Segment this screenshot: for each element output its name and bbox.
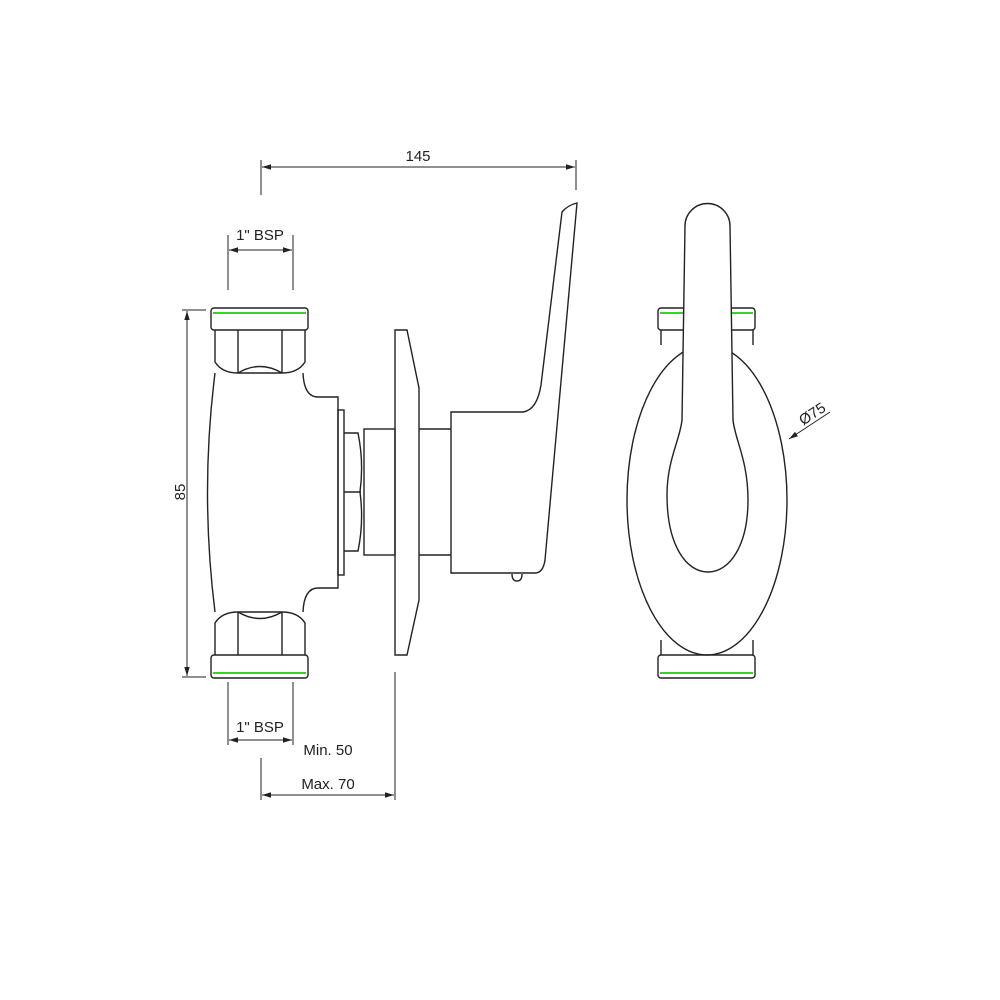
- lock-nut: [344, 432, 363, 552]
- front-lever: [666, 202, 749, 573]
- dimension-diameter-label: Ø75: [796, 399, 829, 429]
- dimension-depth: Min. 50 Max. 70: [260, 672, 396, 800]
- dimension-top-bsp: 1" BSP: [227, 227, 294, 290]
- valve-body: [206, 372, 339, 613]
- dimension-145: 145: [260, 148, 577, 195]
- dimension-85: 85: [172, 309, 206, 678]
- top-hex-nut: [214, 330, 306, 374]
- dimension-bottom-bsp-label: 1" BSP: [236, 719, 284, 736]
- handle-screw: [511, 573, 523, 582]
- dimension-diameter: Ø75: [788, 399, 831, 440]
- dimension-min-label: Min. 50: [303, 742, 352, 759]
- top-fitting-cap: [210, 307, 309, 331]
- bottom-hex-nut: [214, 611, 306, 655]
- dimension-85-label: 85: [172, 484, 189, 501]
- sleeve: [363, 428, 396, 556]
- wall-flange: [394, 329, 420, 656]
- front-bottom-cap: [657, 640, 756, 679]
- front-view: [626, 202, 788, 679]
- dimension-top-bsp-label: 1" BSP: [236, 227, 284, 244]
- lever-handle: [450, 202, 578, 574]
- side-view: [206, 202, 578, 679]
- backplate: [337, 409, 345, 576]
- flange-sleeve: [419, 428, 451, 556]
- dimension-max-label: Max. 70: [301, 776, 354, 793]
- dimension-145-label: 145: [405, 148, 430, 165]
- bottom-fitting-cap: [210, 654, 309, 679]
- dimension-bottom-bsp: 1" BSP: [227, 682, 294, 745]
